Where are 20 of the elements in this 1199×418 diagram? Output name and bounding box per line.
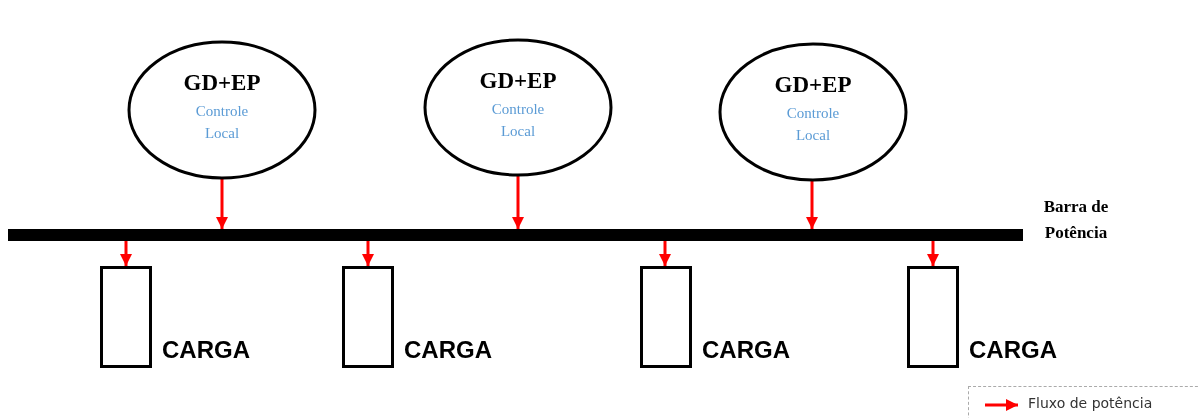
load-label: CARGA	[404, 336, 492, 364]
power-bus-bar	[8, 229, 1023, 241]
title-text: GD+EP	[183, 70, 261, 96]
power-flow-arrow	[659, 241, 671, 266]
legend-text: Fluxo de potência	[1028, 395, 1153, 411]
load-label: CARGA	[969, 336, 1057, 364]
power-flow-arrow	[927, 241, 939, 266]
subtitle-text: Controle Local	[785, 104, 841, 145]
subtitle-text: Controle Local	[194, 102, 250, 143]
load-label: CARGA	[162, 336, 250, 364]
subtitle-text: Controle Local	[490, 99, 546, 141]
bus-label: Barra de Potência	[1042, 196, 1110, 244]
load-label: CARGA	[702, 336, 790, 364]
power-flow-arrow	[216, 179, 228, 229]
title-text: GD+EP	[774, 72, 852, 98]
title-text: GD+EP	[479, 67, 557, 94]
power-flow-arrow	[120, 241, 132, 266]
power-flow-arrow	[362, 241, 374, 266]
power-flow-arrow	[512, 176, 524, 229]
power-flow-arrow	[806, 181, 818, 229]
